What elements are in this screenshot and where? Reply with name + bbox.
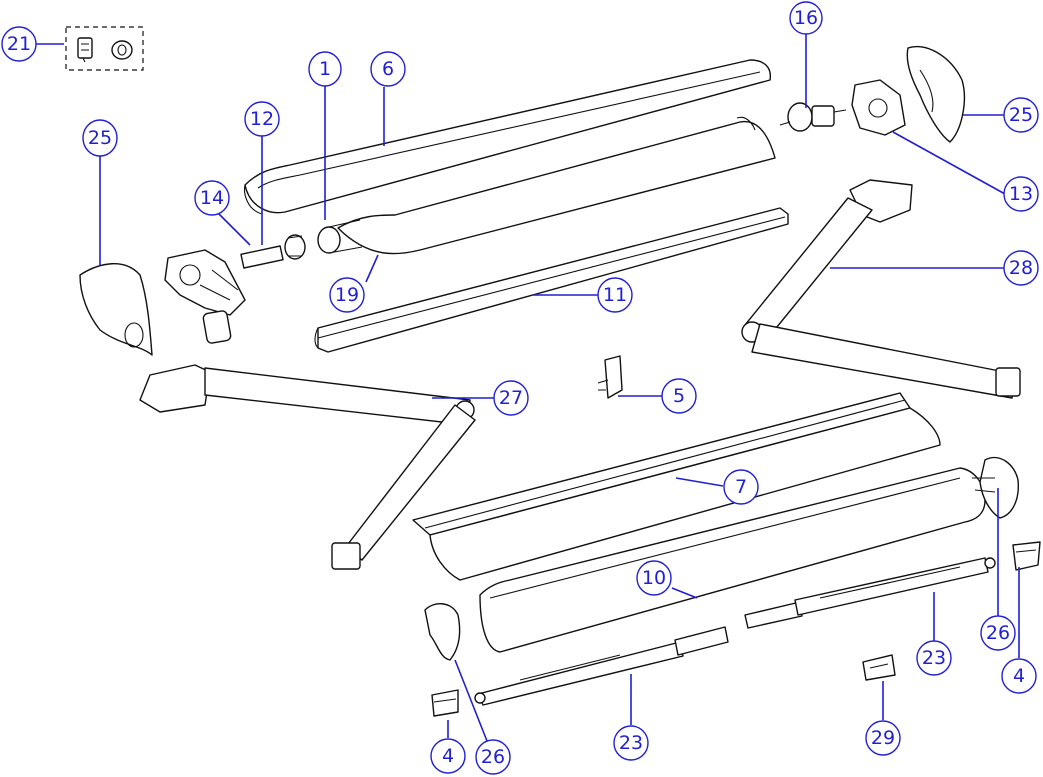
callout-27: 27: [493, 380, 529, 416]
callout-4-left: 4: [430, 738, 466, 774]
callout-21: 21: [1, 26, 37, 62]
svg-text:1: 1: [319, 58, 331, 80]
svg-text:12: 12: [250, 108, 274, 130]
part-4-right-clip: [1012, 541, 1041, 571]
part-left-gear-mechanism: [164, 249, 246, 344]
svg-text:26: 26: [986, 622, 1010, 644]
part-23-left-strut: [474, 626, 729, 706]
svg-text:26: 26: [481, 746, 505, 768]
part-23-right-strut: [744, 557, 996, 629]
part-7-front-profile: [412, 392, 941, 581]
callout-12: 12: [244, 101, 280, 137]
callout-25-left: 25: [82, 119, 118, 157]
part-11-front-rail: [314, 207, 789, 353]
callout-10: 10: [636, 560, 672, 596]
part-27-left-arm: [139, 364, 476, 570]
part-19-fabric: [337, 116, 776, 255]
svg-text:7: 7: [735, 476, 747, 498]
callout-26-left: 26: [475, 739, 511, 775]
callout-6: 6: [370, 51, 406, 87]
callout-19: 19: [329, 277, 365, 313]
part-29-bracket: [862, 654, 896, 681]
callout-16: 16: [789, 1, 823, 35]
svg-text:6: 6: [382, 58, 394, 80]
svg-text:5: 5: [673, 385, 685, 407]
part-16-drive-plug: [779, 102, 847, 132]
part-28-right-arm: [741, 179, 1021, 399]
callout-25-right: 25: [1003, 97, 1039, 133]
callout-26-right: 26: [980, 615, 1016, 651]
svg-text:14: 14: [200, 187, 224, 209]
part-26-left-end-cap: [424, 603, 461, 661]
callout-13: 13: [1003, 176, 1039, 212]
callout-28: 28: [1003, 250, 1039, 286]
svg-text:25: 25: [1009, 104, 1033, 126]
callout-23-right: 23: [916, 640, 952, 676]
part-26-right-end-cap: [972, 456, 1019, 519]
svg-text:21: 21: [7, 33, 31, 55]
svg-text:19: 19: [335, 284, 359, 306]
callout-23-left: 23: [613, 725, 649, 761]
callout-11: 11: [597, 277, 633, 313]
svg-text:4: 4: [442, 745, 454, 767]
part-5-clip: [597, 355, 623, 399]
callout-5: 5: [661, 378, 697, 414]
part-25-right-end-cap: [906, 45, 965, 143]
svg-text:29: 29: [871, 727, 895, 749]
part-13-right-bracket: [851, 79, 906, 136]
callout-4-right: 4: [1001, 658, 1037, 694]
svg-text:23: 23: [619, 732, 643, 754]
svg-text:25: 25: [88, 127, 112, 149]
callout-1: 1: [308, 51, 342, 87]
part-25-left-end-cap: [79, 263, 153, 356]
svg-text:11: 11: [603, 284, 627, 306]
callout-14: 14: [194, 180, 230, 216]
callout-29: 29: [865, 720, 901, 756]
part-21-accessory-kit: [65, 26, 144, 71]
callout-7: 7: [723, 469, 759, 505]
svg-text:27: 27: [499, 387, 523, 409]
part-4-left-clip: [431, 689, 459, 717]
svg-text:10: 10: [642, 567, 666, 589]
svg-text:23: 23: [922, 647, 946, 669]
part-1-roller-tube: [317, 219, 363, 254]
part-12-14-drive-shaft: [240, 234, 306, 269]
svg-text:4: 4: [1013, 665, 1025, 687]
svg-text:13: 13: [1009, 183, 1033, 205]
svg-text:16: 16: [794, 7, 818, 29]
svg-text:28: 28: [1009, 257, 1033, 279]
